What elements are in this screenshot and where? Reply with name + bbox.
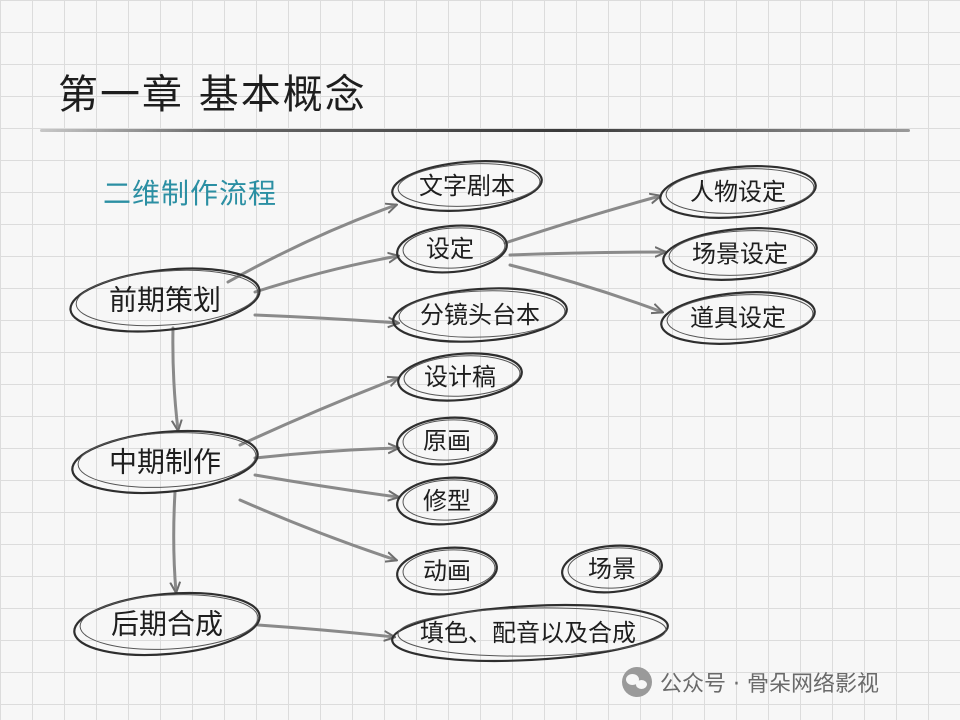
node-character-design: 人物设定 xyxy=(690,178,786,206)
node-scene-outline xyxy=(662,227,818,281)
edge-settings-to-prop xyxy=(508,263,662,312)
edge-production-to-cleanup xyxy=(253,473,398,497)
edge-settings-to-character xyxy=(503,196,660,245)
edge-postproduction-to-coloring xyxy=(256,623,394,637)
edge-preproduction-to-production xyxy=(173,326,178,430)
node-preproduction: 前期策划 xyxy=(109,284,221,317)
node-settings: 设定 xyxy=(426,235,474,263)
edge-settings-to-scene xyxy=(508,252,665,255)
node-background: 场景 xyxy=(588,555,636,583)
edge-production-to-postproduction xyxy=(174,490,176,592)
node-cleanup: 修型 xyxy=(423,487,471,515)
node-design-draft: 设计稿 xyxy=(424,363,496,391)
node-preproduction-outline xyxy=(69,267,261,333)
title-divider xyxy=(40,129,910,132)
diagram-subtitle: 二维制作流程 xyxy=(103,177,278,210)
node-storyboard: 分镜头台本 xyxy=(420,301,540,329)
node-character-outline xyxy=(659,165,817,219)
node-coloring-dubbing: 填色、配音以及合成 xyxy=(420,619,636,647)
node-production-outline xyxy=(71,429,259,495)
node-settings-outline xyxy=(396,224,508,274)
node-design-draft-outline xyxy=(397,352,523,402)
wechat-icon xyxy=(622,667,652,697)
node-coloring-outline xyxy=(391,603,669,663)
node-key-animation-outline xyxy=(396,416,498,466)
page-title: 第一章 基本概念 xyxy=(58,72,367,118)
node-in-between: 动画 xyxy=(423,557,471,585)
node-production: 中期制作 xyxy=(109,446,221,479)
node-scene-design: 场景设定 xyxy=(692,240,788,268)
node-postproduction: 后期合成 xyxy=(111,608,223,641)
node-prop-outline xyxy=(660,291,816,345)
node-storyboard-outline xyxy=(392,287,568,343)
node-cleanup-outline xyxy=(396,476,498,526)
edge-preproduction-to-storyboard xyxy=(253,313,398,323)
node-in-between-outline xyxy=(396,546,498,596)
edge-production-to-design-draft xyxy=(238,378,398,447)
edge-production-to-key-animation xyxy=(253,448,398,460)
edge-preproduction-to-settings xyxy=(253,256,398,294)
node-script: 文字剧本 xyxy=(419,172,515,200)
watermark: 公众号 · 骨朵网络影视 xyxy=(622,666,879,698)
edge-production-to-in-between xyxy=(238,498,396,560)
node-prop-design: 道具设定 xyxy=(690,304,786,332)
node-script-outline xyxy=(391,160,543,212)
node-postproduction-outline xyxy=(73,591,261,657)
node-key-animation: 原画 xyxy=(423,427,471,455)
edge-preproduction-to-script xyxy=(226,205,396,284)
node-background-outline xyxy=(561,544,663,594)
watermark-text: 公众号 · 骨朵网络影视 xyxy=(660,672,879,697)
